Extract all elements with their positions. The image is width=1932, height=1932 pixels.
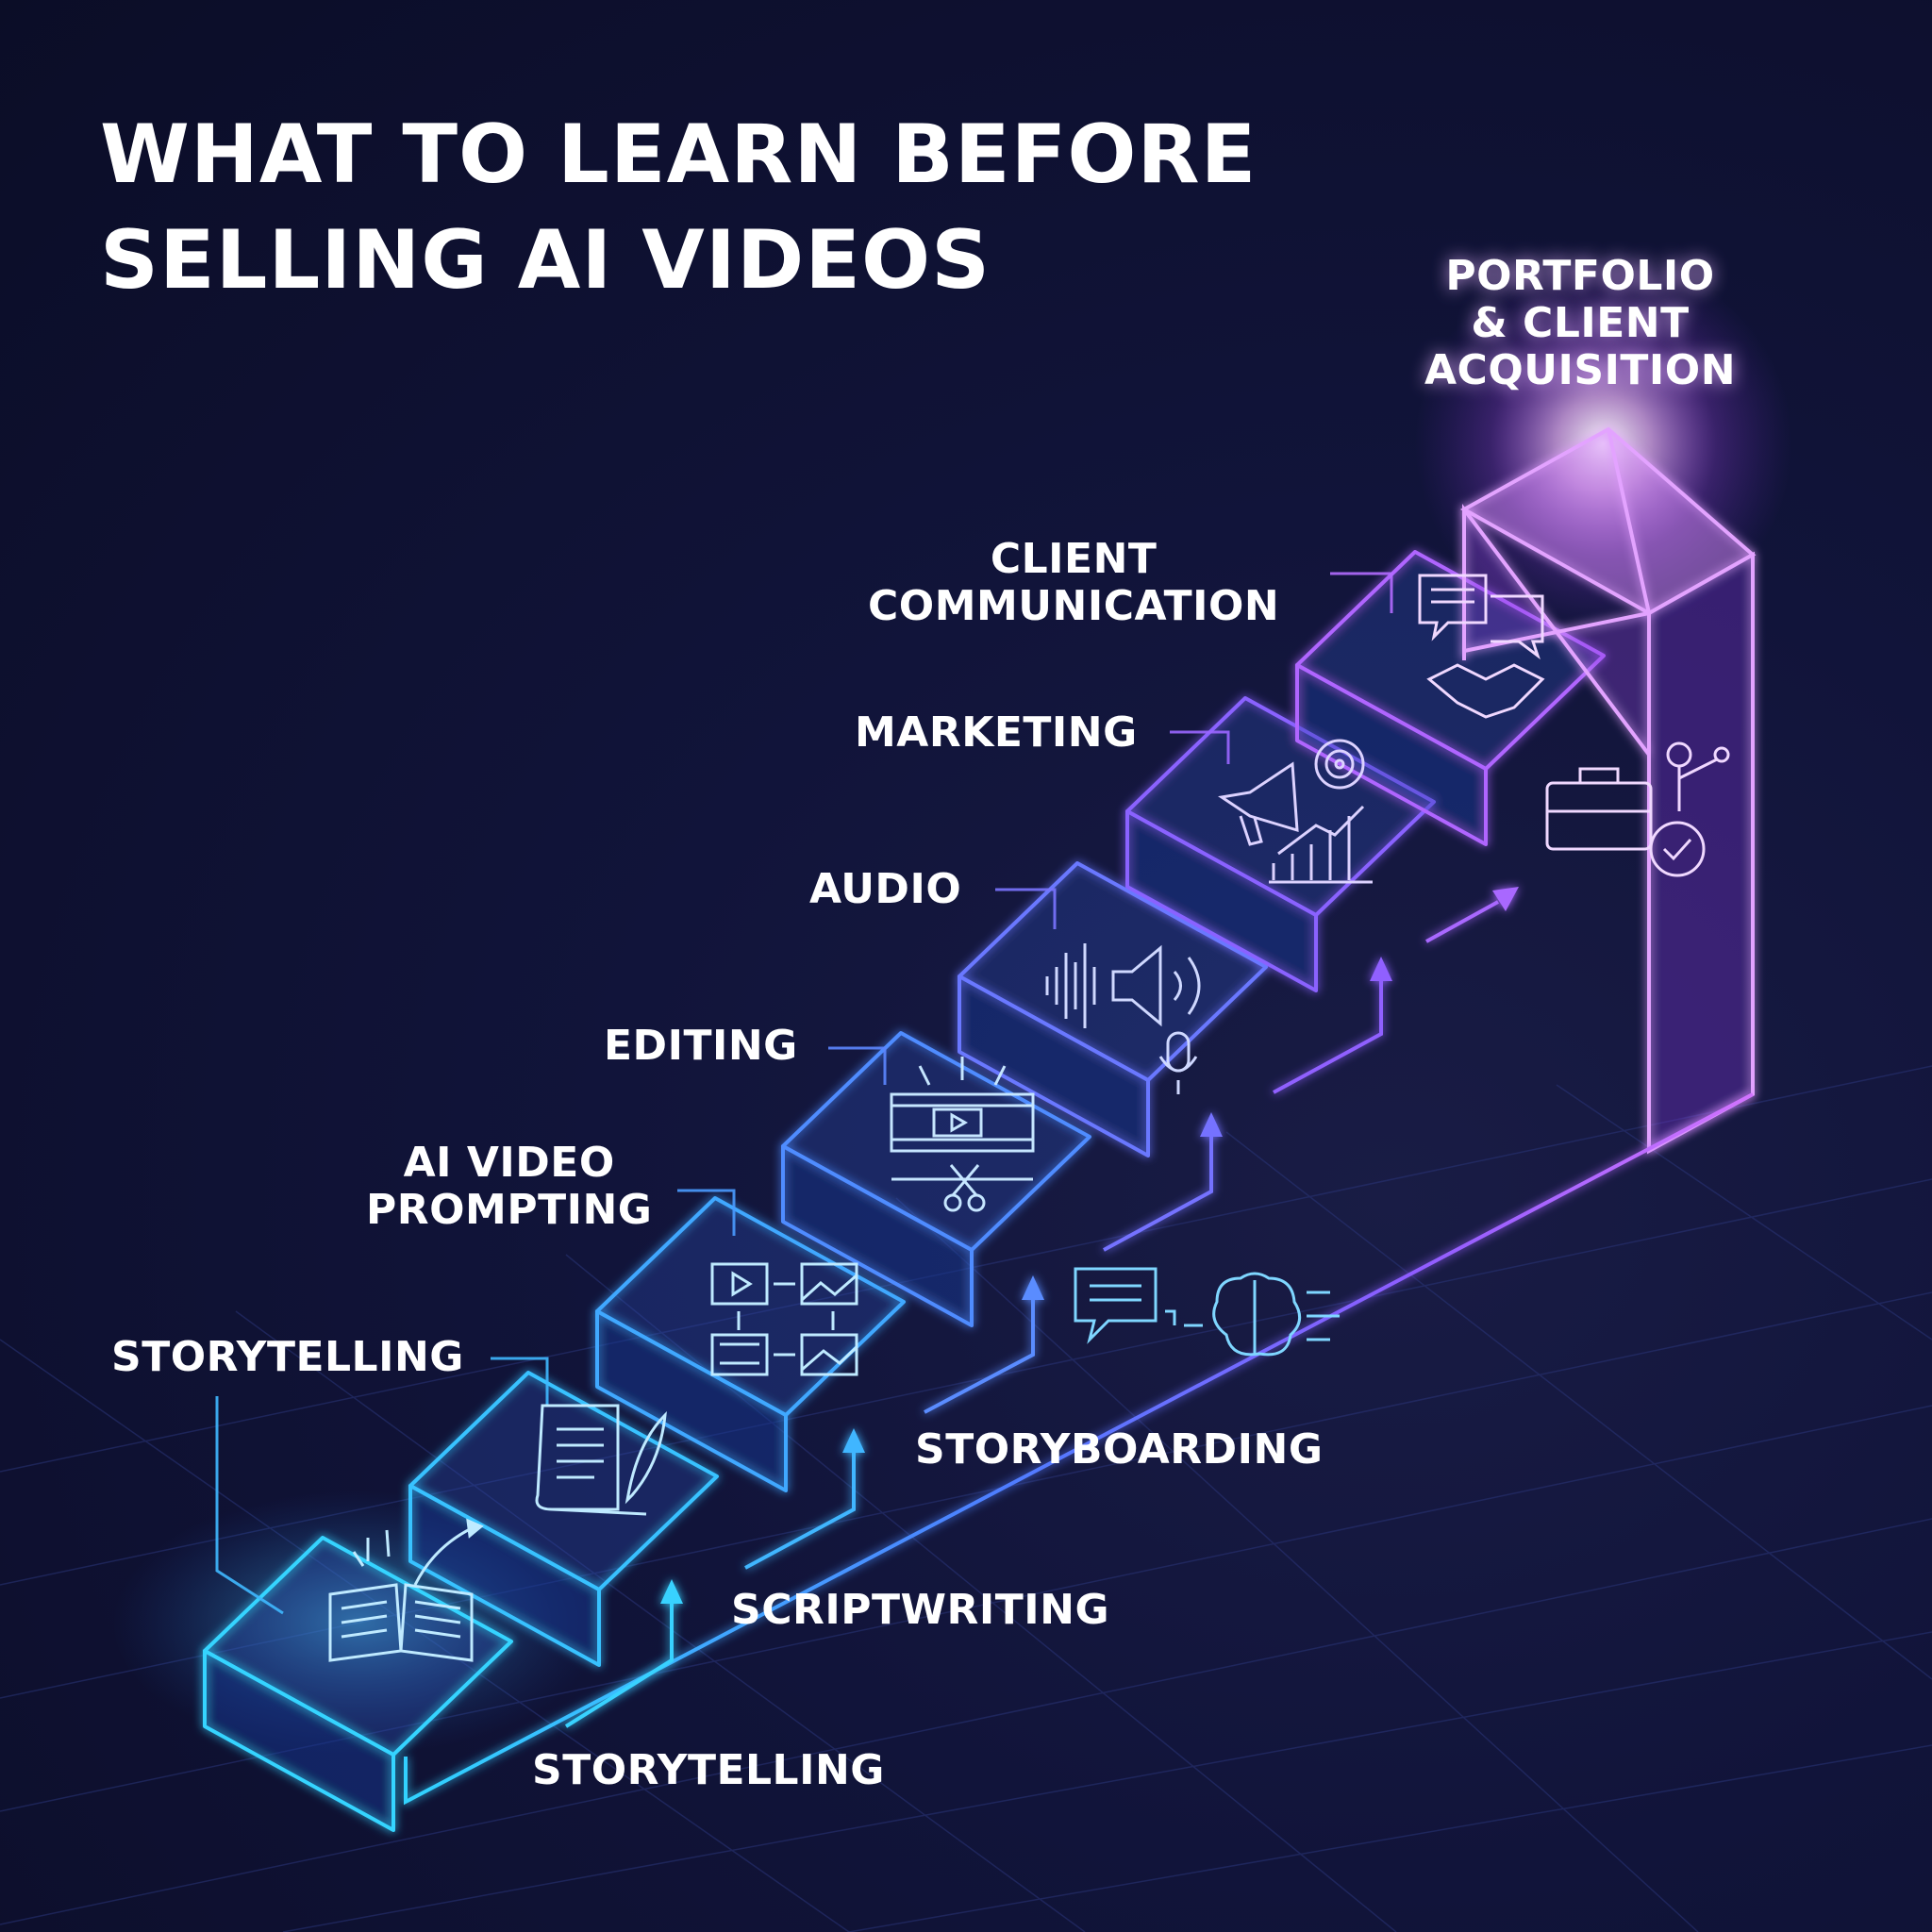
label-storytelling-step: STORYTELLING: [111, 1333, 464, 1381]
open-book-idea-icon: [328, 1518, 484, 1662]
stair-step-riser: [1295, 663, 1488, 846]
label-audio: AUDIO: [809, 865, 962, 913]
label-storyboarding: STORYBOARDING: [915, 1425, 1324, 1474]
video-image-flow-icon: [710, 1262, 858, 1376]
chat-handshake-icon: [1418, 574, 1545, 719]
megaphone-target-chart-icon: [1218, 739, 1373, 884]
progress-arrows: [564, 887, 1519, 1728]
soundwave-speaker-mic-icon: [1045, 943, 1201, 1094]
stair-steps: [203, 550, 1606, 1832]
label-client-communication: CLIENT COMMUNICATION: [868, 535, 1280, 630]
label-ai-video-prompting: AI VIDEO PROMPTING: [366, 1139, 653, 1234]
stair-step-riser: [595, 1309, 788, 1492]
scroll-quill-icon: [535, 1404, 667, 1516]
briefcase-person-key-icon: [1545, 741, 1730, 877]
label-portfolio-client-acquisition: PORTFOLIO & CLIENT ACQUISITION: [1424, 252, 1737, 394]
stair-step-riser: [408, 1484, 601, 1667]
title-line-1: WHAT TO LEARN BEFORE: [100, 108, 1257, 202]
stair-step-riser: [203, 1649, 395, 1832]
summit-block: [1459, 426, 1757, 1155]
label-scriptwriting: SCRIPTWRITING: [731, 1586, 1110, 1634]
page-title: WHAT TO LEARN BEFORE SELLING AI VIDEOS: [100, 102, 1257, 313]
stair-step-riser: [781, 1144, 974, 1327]
stair-step-riser: [958, 974, 1150, 1158]
side-rail: [404, 1092, 1754, 1806]
chat-to-brain-icon: [1074, 1267, 1340, 1357]
label-connectors: [215, 572, 1393, 1615]
label-marketing: MARKETING: [855, 708, 1138, 757]
label-storytelling-base: STORYTELLING: [532, 1746, 885, 1794]
stair-step-riser: [1125, 809, 1318, 992]
label-editing: EDITING: [604, 1022, 798, 1070]
film-strip-scissors-icon: [890, 1057, 1035, 1212]
title-line-2: SELLING AI VIDEOS: [100, 213, 991, 308]
